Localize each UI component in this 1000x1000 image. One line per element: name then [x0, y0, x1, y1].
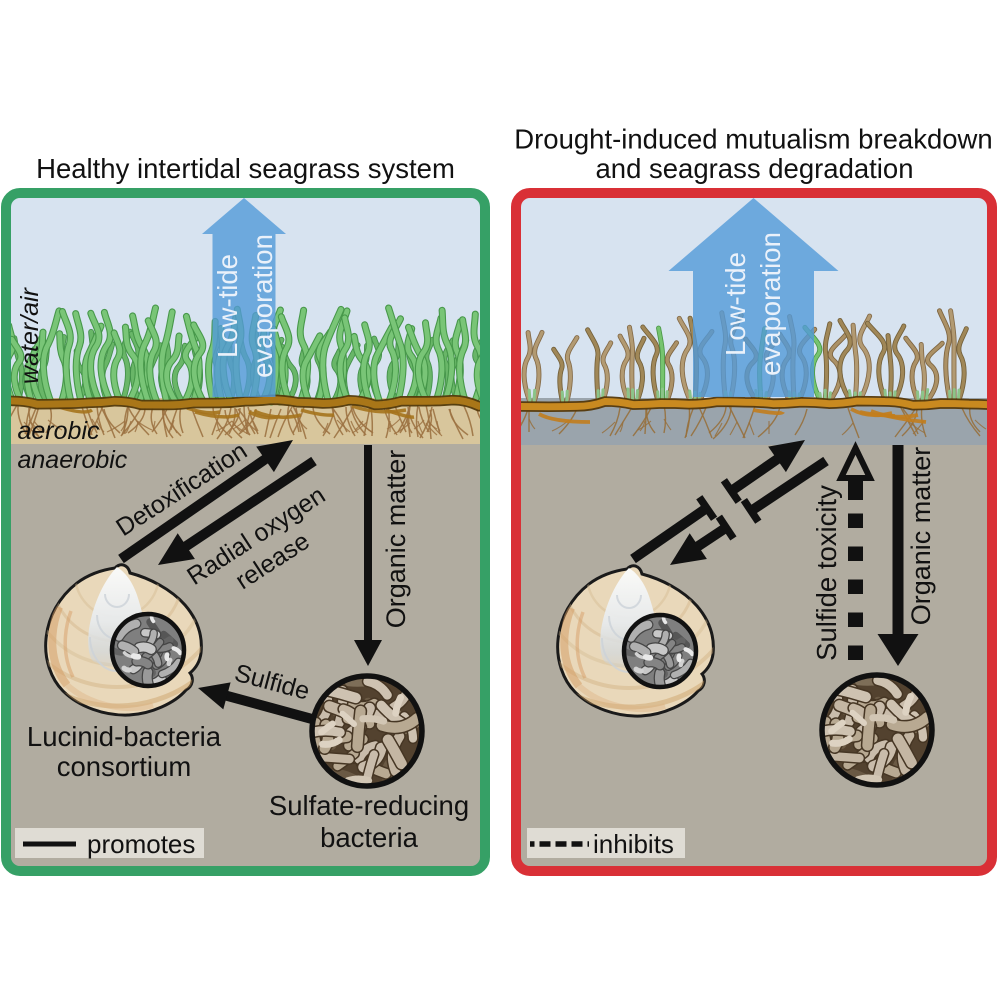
svg-text:inhibits: inhibits: [593, 829, 674, 859]
svg-text:aerobic: aerobic: [18, 417, 100, 445]
svg-text:anaerobic: anaerobic: [18, 446, 128, 474]
svg-text:and seagrass degradation: and seagrass degradation: [595, 153, 913, 184]
svg-text:Sulfide toxicity: Sulfide toxicity: [811, 485, 842, 661]
svg-text:Organic matter: Organic matter: [381, 450, 411, 629]
svg-text:water/air: water/air: [16, 286, 44, 384]
svg-text:Organic matter: Organic matter: [906, 447, 936, 626]
svg-text:evaporation: evaporation: [247, 234, 278, 378]
svg-text:Healthy intertidal seagrass sy: Healthy intertidal seagrass system: [36, 153, 455, 184]
svg-text:bacteria: bacteria: [320, 822, 419, 853]
svg-text:Sulfate-reducing: Sulfate-reducing: [269, 790, 469, 821]
svg-text:promotes: promotes: [87, 829, 195, 859]
svg-text:evaporation: evaporation: [755, 232, 786, 376]
svg-text:Low-tide: Low-tide: [212, 254, 243, 358]
svg-text:Low-tide: Low-tide: [720, 252, 751, 356]
svg-text:Lucinid-bacteria: Lucinid-bacteria: [27, 721, 222, 752]
svg-text:consortium: consortium: [57, 751, 192, 782]
svg-text:Drought-induced mutualism brea: Drought-induced mutualism breakdown: [514, 124, 992, 155]
